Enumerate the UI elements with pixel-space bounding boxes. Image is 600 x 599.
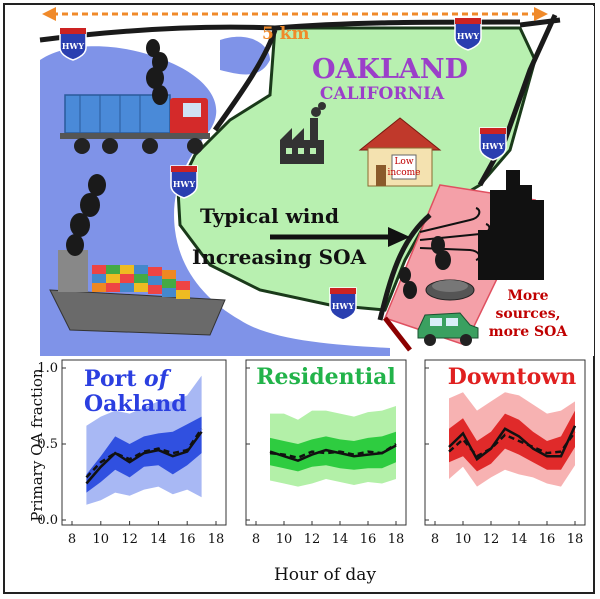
plot-frame <box>424 359 586 526</box>
downtown-note-line1: More <box>507 288 548 304</box>
ship-smoke <box>66 174 106 256</box>
x-tick-label: 14 <box>332 532 349 547</box>
x-tick-label: 8 <box>252 532 260 547</box>
wind-label: Typical wind <box>200 204 339 228</box>
x-tick-label: 18 <box>208 532 225 547</box>
y-axis-label: Primary OA fraction <box>28 368 46 521</box>
downtown-smoke <box>399 236 451 299</box>
svg-text:HWY: HWY <box>173 179 196 189</box>
truck-smoke <box>146 39 168 105</box>
panel-residential: 8 10 12 14 16 18 Residential <box>245 359 407 547</box>
panel-title-port-line2: Oakland <box>84 391 187 417</box>
hwy-shield-4: HWY <box>170 165 198 199</box>
downtown-note-line2: sources, <box>496 306 561 322</box>
hwy-shield-5: HWY <box>329 287 357 321</box>
mean-line <box>448 431 577 458</box>
city-subtitle: CALIFORNIA <box>320 84 445 104</box>
soa-label: Increasing SOA <box>192 245 367 269</box>
x-tick-label: 16 <box>179 532 196 547</box>
city-title: OAKLAND <box>312 54 468 85</box>
panel-title-residential: Residential <box>256 364 396 390</box>
x-tick-label: 10 <box>276 532 293 547</box>
x-tick-label: 8 <box>68 532 76 547</box>
truck-icon <box>60 94 210 154</box>
hwy-shield-3: HWY <box>479 127 507 161</box>
plot-frame <box>61 359 227 526</box>
y-tick-label: 1.0 <box>37 361 58 376</box>
x-tick-label: 10 <box>455 532 472 547</box>
panel-downtown: 8 10 12 14 16 18 Downtown <box>424 359 586 547</box>
inner-percentile-band <box>86 416 202 493</box>
x-tick-label: 8 <box>431 532 439 547</box>
x-tick-label: 18 <box>388 532 405 547</box>
x-tick-label: 12 <box>121 532 138 547</box>
barbecue-icon <box>425 279 475 301</box>
scale-label: 5 km <box>262 24 310 44</box>
cargo-ship-icon <box>49 250 226 336</box>
house-label-line2: income <box>388 168 421 178</box>
factory-icon <box>280 102 326 164</box>
wind-arrow <box>270 227 410 247</box>
x-tick-label: 14 <box>150 532 167 547</box>
hwy-shield-2: HWY <box>454 17 482 51</box>
y-tick-label: 0.5 <box>37 437 58 452</box>
house-icon <box>358 117 442 187</box>
house-label-line1: Low <box>394 157 413 167</box>
x-tick-label: 12 <box>483 532 500 547</box>
median-line <box>85 431 203 485</box>
median-line <box>448 425 577 462</box>
hwy-shield-1: HWY <box>59 27 87 61</box>
x-tick-label: 18 <box>567 532 584 547</box>
x-tick-label: 10 <box>93 532 110 547</box>
downtown-road <box>383 316 412 352</box>
y-tick-label: 0.0 <box>37 513 58 528</box>
svg-text:HWY: HWY <box>482 141 505 151</box>
svg-text:HWY: HWY <box>62 41 85 51</box>
svg-text:HWY: HWY <box>332 301 355 311</box>
panel-title-port-line1: Port of <box>84 366 172 392</box>
panel-title-downtown: Downtown <box>448 364 576 390</box>
x-tick-label: 16 <box>360 532 377 547</box>
median-line <box>269 444 397 463</box>
panel-port-of-oakland: 8 10 12 14 16 18 0.0 0.5 1.0 Port of Oakland <box>37 359 227 547</box>
car-icon <box>417 312 479 346</box>
x-tick-label: 12 <box>304 532 321 547</box>
skyline-icon <box>478 170 544 280</box>
x-tick-label: 16 <box>539 532 556 547</box>
svg-text:HWY: HWY <box>457 31 480 41</box>
downtown-note-line3: more SOA <box>489 324 569 340</box>
oakland-map: 5 km HWY HWY HWY HWY HWY OAKLAND CALIFOR… <box>39 7 569 356</box>
plot-frame <box>245 359 407 526</box>
scale-arrow <box>42 7 548 21</box>
x-tick-label: 14 <box>511 532 528 547</box>
x-axis-label: Hour of day <box>274 565 376 585</box>
